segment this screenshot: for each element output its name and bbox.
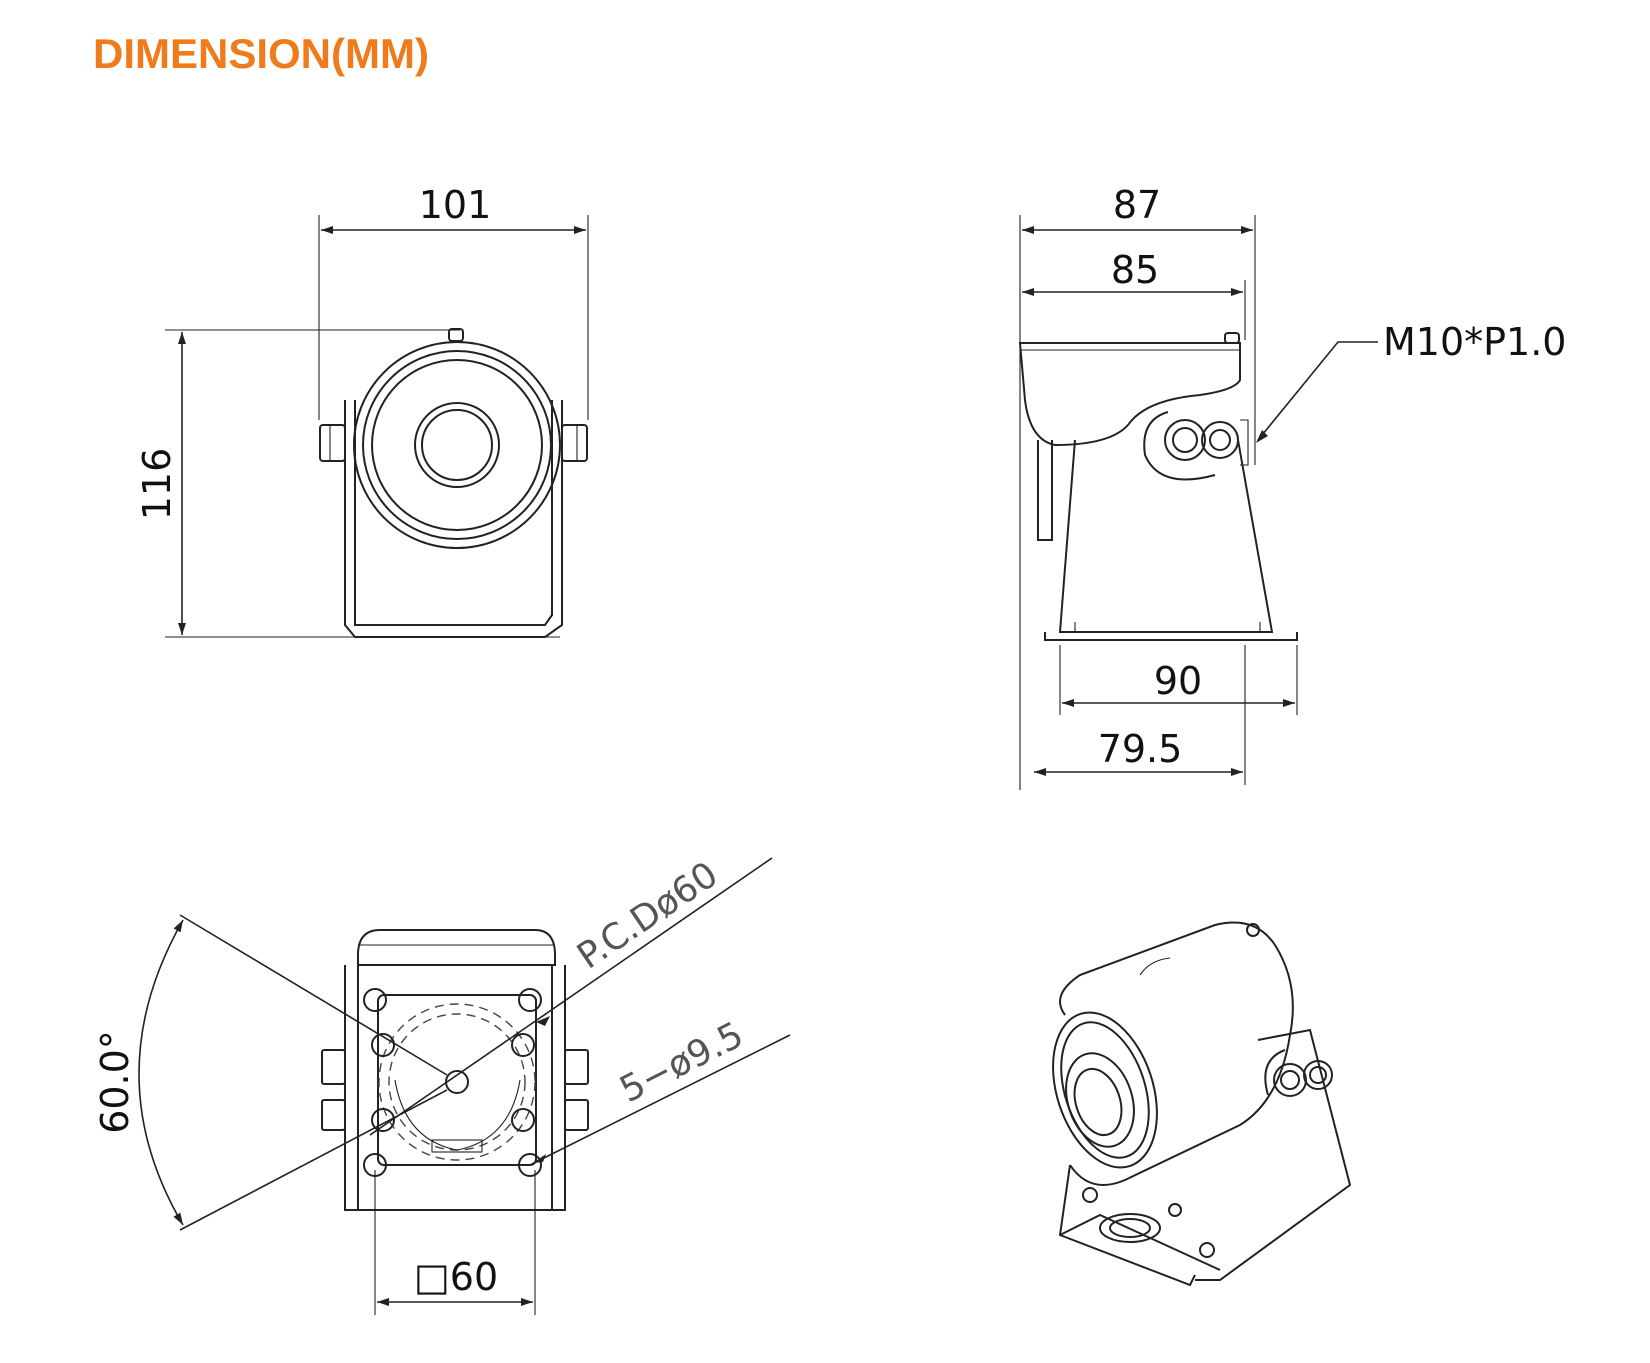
holes-label: 5−ø9.5 bbox=[613, 1014, 750, 1111]
holes-leader-line bbox=[529, 1034, 791, 1166]
isometric-view bbox=[1052, 921, 1352, 1287]
side-depth-label: 79.5 bbox=[1098, 727, 1183, 771]
bottom-camera-body bbox=[321, 929, 589, 1211]
side-camera-body bbox=[1018, 332, 1298, 641]
side-base-width-label: 90 bbox=[1154, 659, 1202, 703]
thread-leader-line bbox=[1257, 341, 1378, 441]
thread-leader-arrow bbox=[1256, 430, 1268, 443]
page-title: DIMENSION(MM) bbox=[93, 30, 429, 77]
front-width-label: 101 bbox=[419, 183, 492, 227]
pcd-leader-line bbox=[369, 857, 773, 1136]
angle-label: 60.0° bbox=[93, 1030, 137, 1134]
angle-line-upper bbox=[179, 914, 448, 1076]
holes-leader-arrow bbox=[533, 1154, 546, 1163]
pcd-leader-arrow bbox=[536, 1016, 550, 1026]
side-body-width-label: 85 bbox=[1111, 248, 1159, 292]
angle-arc bbox=[138, 919, 184, 1226]
front-camera-body bbox=[319, 328, 588, 638]
thread-label: M10*P1.0 bbox=[1383, 320, 1567, 364]
side-top-width-label: 87 bbox=[1113, 183, 1161, 227]
front-height-label: 116 bbox=[135, 448, 179, 521]
front-view: 101 116 bbox=[135, 183, 589, 638]
square-label: □60 bbox=[414, 1255, 498, 1299]
side-view: 87 85 M10*P1.0 bbox=[1018, 183, 1567, 790]
pcd-label: P.C.Dø60 bbox=[570, 854, 725, 977]
bottom-view: 60.0° P.C.Dø60 5−ø9.5 □60 bbox=[93, 854, 791, 1315]
